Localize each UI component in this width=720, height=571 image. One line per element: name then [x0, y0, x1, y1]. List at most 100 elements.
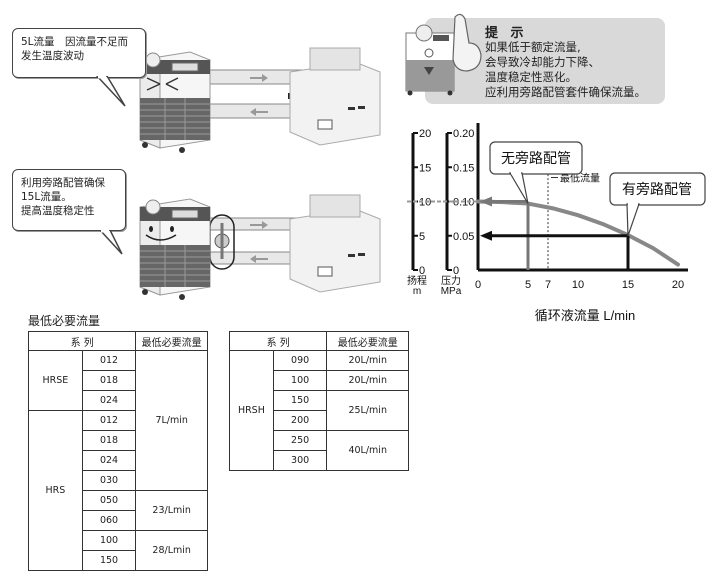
speech-bubble-bottom: 利用旁路配管确保 15L流量。 提高温度稳定性	[12, 169, 126, 231]
model-cell: 024	[81, 390, 137, 411]
arrow-left-icon	[480, 196, 492, 207]
flow-cell: 25L/min	[326, 390, 409, 431]
model-cell: 100	[81, 530, 137, 551]
bubble-tail-top	[95, 76, 126, 107]
load-equipment	[289, 194, 381, 293]
table-row: 150	[29, 550, 208, 571]
model-cell: 012	[81, 410, 137, 431]
table-row: 300	[230, 450, 409, 471]
callout-tail	[508, 172, 529, 204]
chiller-illustration-bottom	[139, 194, 381, 300]
callout-tail	[626, 203, 640, 236]
speech-bubble-top: 5L流量 因流量不足而 发生温度波动	[12, 28, 146, 78]
mascot-pointing-icon	[405, 13, 482, 96]
y-tick-label: 0.05	[453, 231, 474, 243]
y-tick-label: 5	[419, 231, 425, 243]
model-cell: 300	[272, 450, 328, 471]
chiller-illustration-top	[139, 47, 381, 153]
flow-arrow-return	[250, 108, 268, 116]
load-equipment	[289, 47, 381, 146]
bubble-line: 发生温度波动	[21, 50, 84, 62]
chiller-unit	[139, 198, 211, 300]
pump-curve-chart: 05101520扬程m00.050.100.150.20压力MPa0571015…	[407, 123, 706, 323]
flow-cell: 23/Lmin	[135, 490, 208, 531]
distressed-face-icon	[146, 77, 179, 91]
bubble-line: 5L流量 因流量不足而	[21, 36, 129, 48]
tip-line: 如果低于额定流量,	[485, 40, 581, 54]
flow-cell: 20L/min	[326, 350, 409, 371]
series-cell: HRSH	[229, 350, 274, 471]
bubble-line: 15L流量。	[21, 191, 72, 203]
y-axis-label: 扬程	[407, 274, 427, 287]
model-cell: 012	[81, 350, 137, 371]
x-tick-label: 0	[475, 279, 481, 291]
x-tick-label: 15	[622, 279, 634, 291]
model-cell: 100	[272, 370, 328, 391]
model-cell: 018	[81, 370, 137, 391]
model-cell: 150	[272, 390, 328, 411]
chiller-unit	[139, 51, 211, 153]
model-cell: 090	[272, 350, 328, 371]
y-tick-label: 0.20	[453, 128, 474, 140]
model-cell: 050	[81, 490, 137, 511]
callout-box	[609, 172, 706, 206]
flow-arrow-out	[250, 221, 268, 229]
flow-cell: 40L/min	[326, 430, 409, 471]
model-cell: 024	[81, 450, 137, 471]
y-tick-label: 20	[419, 128, 431, 140]
model-cell: 250	[272, 430, 328, 451]
y-tick-label: 15	[419, 162, 431, 174]
header-series: 系 列	[27, 331, 137, 351]
series-cell: HRSE	[28, 350, 83, 411]
flow-arrow-out	[250, 74, 268, 82]
pump-curve-series	[476, 199, 680, 267]
model-cell: 030	[81, 470, 137, 491]
x-axis-label: 循环液流量 L/min	[535, 308, 635, 323]
x-tick-label: 20	[672, 279, 684, 291]
flow-cell: 28/Lmin	[135, 530, 208, 571]
bubble-tail-bottom	[98, 230, 123, 255]
model-cell: 150	[81, 550, 137, 571]
x-tick-label: 7	[545, 279, 551, 291]
bubble-line: 利用旁路配管确保	[21, 177, 105, 189]
series-cell: HRS	[28, 410, 83, 571]
x-tick-label: 5	[525, 279, 531, 291]
y-tick-label: 0	[419, 265, 425, 277]
arrow-left-icon	[480, 230, 492, 241]
header-series: 系 列	[228, 331, 328, 351]
y-axis-label: m	[413, 286, 421, 297]
x-tick-label: 10	[572, 279, 584, 291]
flow-cell: 7L/min	[135, 350, 208, 491]
model-cell: 018	[81, 430, 137, 451]
callout-box	[489, 141, 583, 175]
y-tick-label: 0.15	[453, 162, 474, 174]
tip-line: 温度稳定性恶化。	[485, 70, 577, 84]
section-title: 最低必要流量	[28, 314, 101, 328]
model-cell: 200	[272, 410, 328, 431]
y-axis-label: 压力	[441, 274, 461, 287]
tip-title: 提 示	[485, 26, 528, 41]
flow-arrow-return	[250, 255, 268, 263]
tip-line: 会导致冷却能力下降、	[485, 55, 600, 69]
min-flow-label: 最低流量	[560, 172, 600, 185]
callout-label: 有旁路配管	[622, 181, 692, 197]
header-min-flow: 最低必要流量	[326, 331, 409, 351]
smiling-face-icon	[145, 226, 177, 241]
flow-cell: 20L/min	[326, 370, 409, 391]
model-cell: 060	[81, 510, 137, 531]
y-tick-label: 0	[453, 265, 459, 277]
y-axis-label: MPa	[441, 286, 462, 297]
header-min-flow: 最低必要流量	[135, 331, 208, 351]
callout-label: 无旁路配管	[501, 150, 571, 166]
bubble-line: 提高温度稳定性	[21, 205, 95, 217]
tip-line: 应利用旁路配管套件确保流量。	[485, 85, 646, 99]
